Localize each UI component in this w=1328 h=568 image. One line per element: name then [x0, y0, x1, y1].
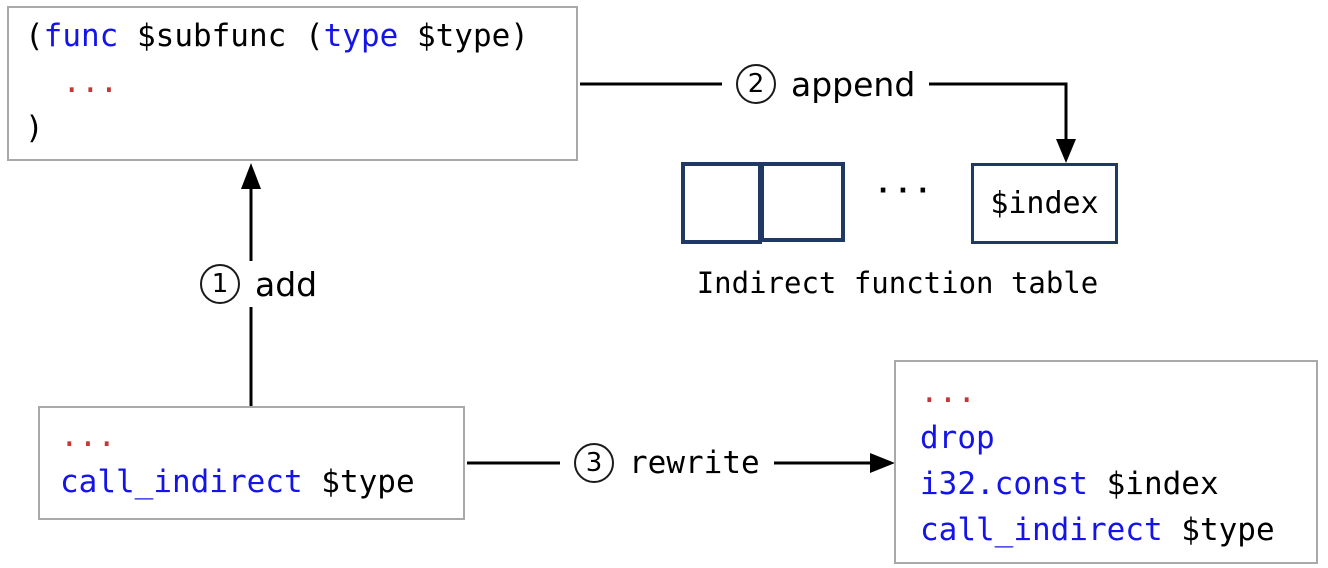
table-caption: Indirect function table	[696, 266, 1099, 300]
table-empty-cell-2	[760, 162, 845, 242]
rewritten-line-ellipsis: ...	[920, 374, 976, 410]
circled-2-icon: 2	[736, 64, 776, 104]
caller-line-ellipsis: ...	[60, 418, 116, 454]
append-label-text: append	[791, 64, 916, 104]
code-keyword-type: type	[323, 18, 399, 54]
code-token: $subfunc (	[118, 18, 324, 54]
table-empty-cell-1	[681, 162, 762, 244]
subfunc-code-box: (func $subfunc (type $type) ... )	[7, 6, 578, 161]
rewritten-line-call: call_indirect $type	[920, 507, 1316, 553]
add-label-text: add	[255, 264, 318, 304]
code-token: $index	[1087, 466, 1219, 502]
subfunc-line-1: (func $subfunc (type $type)	[25, 13, 576, 59]
rewrite-label: 3 rewrite	[560, 440, 774, 486]
table-ellipsis: ···	[878, 176, 938, 206]
rewritten-line-drop: drop	[920, 420, 995, 456]
subfunc-line-close: )	[25, 110, 44, 146]
circled-3-icon: 3	[574, 443, 614, 483]
rewritten-code-box: ... drop i32.const $index call_indirect …	[894, 360, 1318, 564]
rewritten-line-const: i32.const $index	[920, 461, 1316, 507]
code-token: $type	[1162, 512, 1275, 548]
caller-code-box: ... call_indirect $type	[38, 406, 465, 520]
append-label: 2 append	[722, 61, 930, 107]
code-token: (	[25, 18, 44, 54]
rewrite-label-text: rewrite	[629, 445, 760, 481]
add-label: 1 add	[186, 261, 332, 307]
code-keyword-call-indirect: call_indirect	[920, 512, 1163, 548]
circled-1-icon: 1	[200, 264, 240, 304]
code-keyword-i32-const: i32.const	[920, 466, 1088, 502]
subfunc-line-ellipsis: ...	[25, 64, 119, 100]
code-token: $type)	[398, 18, 529, 54]
code-keyword-func: func	[43, 18, 119, 54]
caller-line-call: call_indirect $type	[60, 459, 463, 505]
code-keyword-call-indirect: call_indirect	[60, 464, 303, 500]
code-token: $type	[302, 464, 415, 500]
table-index-cell: $index	[971, 163, 1118, 244]
